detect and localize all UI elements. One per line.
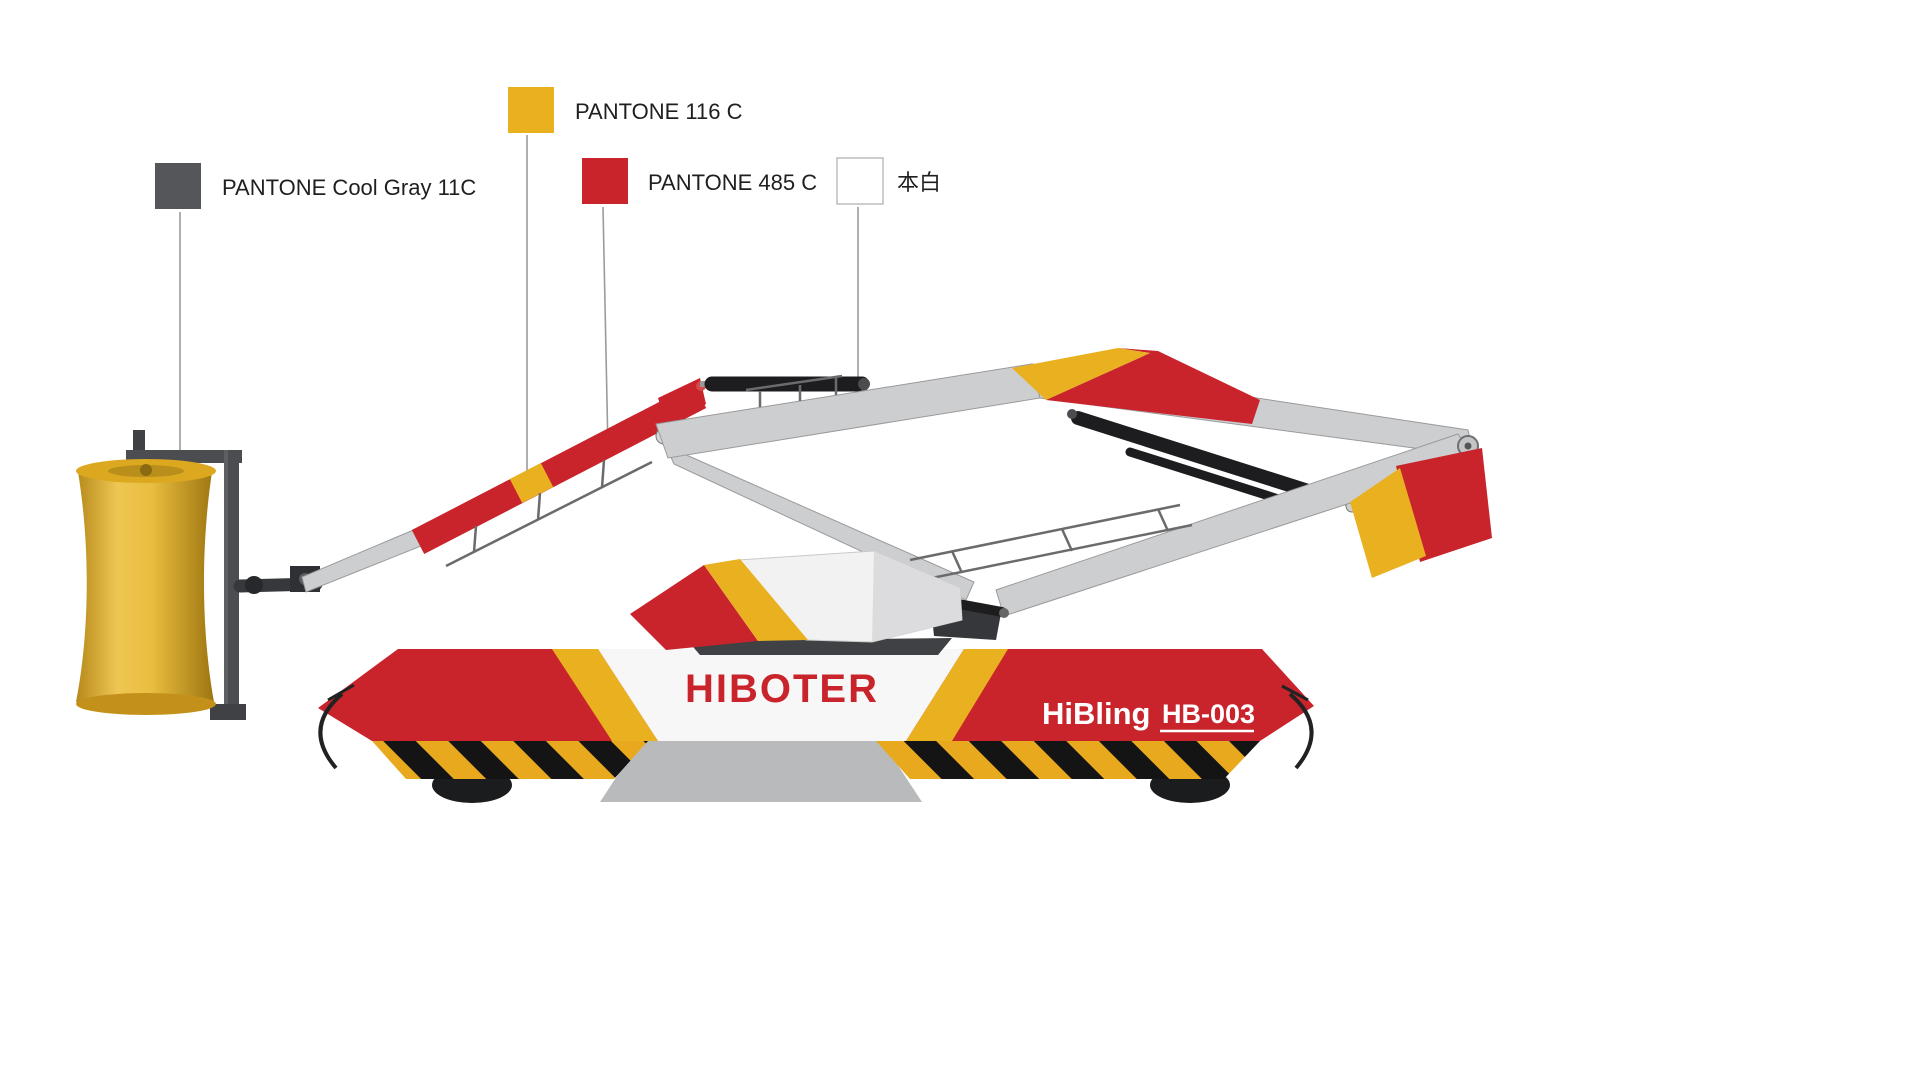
yellow-label: PANTONE 116 C	[575, 99, 743, 124]
pod-base-plate	[688, 638, 952, 655]
model-code-text: HB-003	[1162, 699, 1255, 729]
brush-hinge-joint	[245, 576, 263, 594]
pod-shaded-face	[872, 551, 962, 642]
legend-item-yellow: PANTONE 116 C	[508, 87, 743, 133]
hydraulic-cylinder-2	[1071, 411, 1331, 503]
chassis-white-panel	[598, 649, 964, 741]
red-boom-railing	[445, 459, 653, 568]
left-antenna	[327, 683, 355, 702]
chassis: HIBOTER HiBling HB-003	[318, 649, 1314, 803]
model-name-text: HiBling	[1042, 696, 1151, 731]
arm-right-lower	[909, 433, 1492, 617]
red-swatch	[582, 158, 628, 204]
red-boom-yellow-chevron	[509, 463, 554, 503]
right-elbow-pin	[1464, 442, 1472, 450]
right-antenna	[1281, 684, 1309, 702]
color-legend: PANTONE Cool Gray 11C PANTONE 116 C PANT…	[155, 87, 941, 209]
left-bumper-bar	[318, 692, 344, 770]
underbody-gray	[600, 741, 922, 802]
pod-rear-joint	[999, 608, 1009, 618]
cylinder-mount-2	[1067, 409, 1077, 419]
hazard-band-right	[876, 741, 1260, 779]
top-fin-yellow	[1012, 348, 1150, 400]
legend-item-red: PANTONE 485 C	[582, 158, 817, 204]
upper-boom-rack	[745, 374, 843, 407]
brush-post-highlight	[224, 450, 228, 716]
cool-gray-label: PANTONE Cool Gray 11C	[222, 175, 476, 200]
brush-roller	[76, 464, 214, 711]
right-fin-red	[1396, 448, 1492, 562]
leader-lines	[179, 135, 859, 478]
red-label: PANTONE 485 C	[648, 170, 817, 195]
brush-axle-bolt	[140, 464, 152, 476]
pod-red-wedge	[630, 565, 758, 650]
brush-top-pin	[133, 430, 145, 456]
brush-foot	[210, 704, 246, 720]
lower-boom-rack	[909, 503, 1193, 582]
chassis-yellow-stripe-right	[906, 649, 1008, 741]
top-fin-red	[1046, 348, 1260, 424]
brush-assembly	[76, 430, 323, 720]
white-label: 本白	[897, 170, 941, 195]
brush-bottom-cap	[76, 693, 216, 715]
red-boom	[411, 384, 707, 554]
leader-line-red	[602, 206, 609, 451]
sensor-pod	[630, 550, 1009, 655]
legend-item-white: 本白	[836, 157, 941, 205]
legend-item-cool-gray: PANTONE Cool Gray 11C	[155, 163, 476, 209]
yellow-swatch	[508, 87, 554, 133]
elbow-red-link	[658, 378, 706, 430]
chassis-yellow-stripe-left	[552, 649, 658, 741]
hazard-band-left	[372, 741, 648, 779]
right-bumper-bar	[1288, 692, 1314, 770]
hydraulic-cylinder-3	[1125, 447, 1293, 507]
pod-yellow-band	[704, 559, 808, 641]
brand-logo: HIBOTER	[685, 667, 879, 711]
right-fin-yellow	[1350, 468, 1426, 578]
cool-gray-swatch	[155, 163, 201, 209]
white-swatch	[836, 157, 884, 205]
